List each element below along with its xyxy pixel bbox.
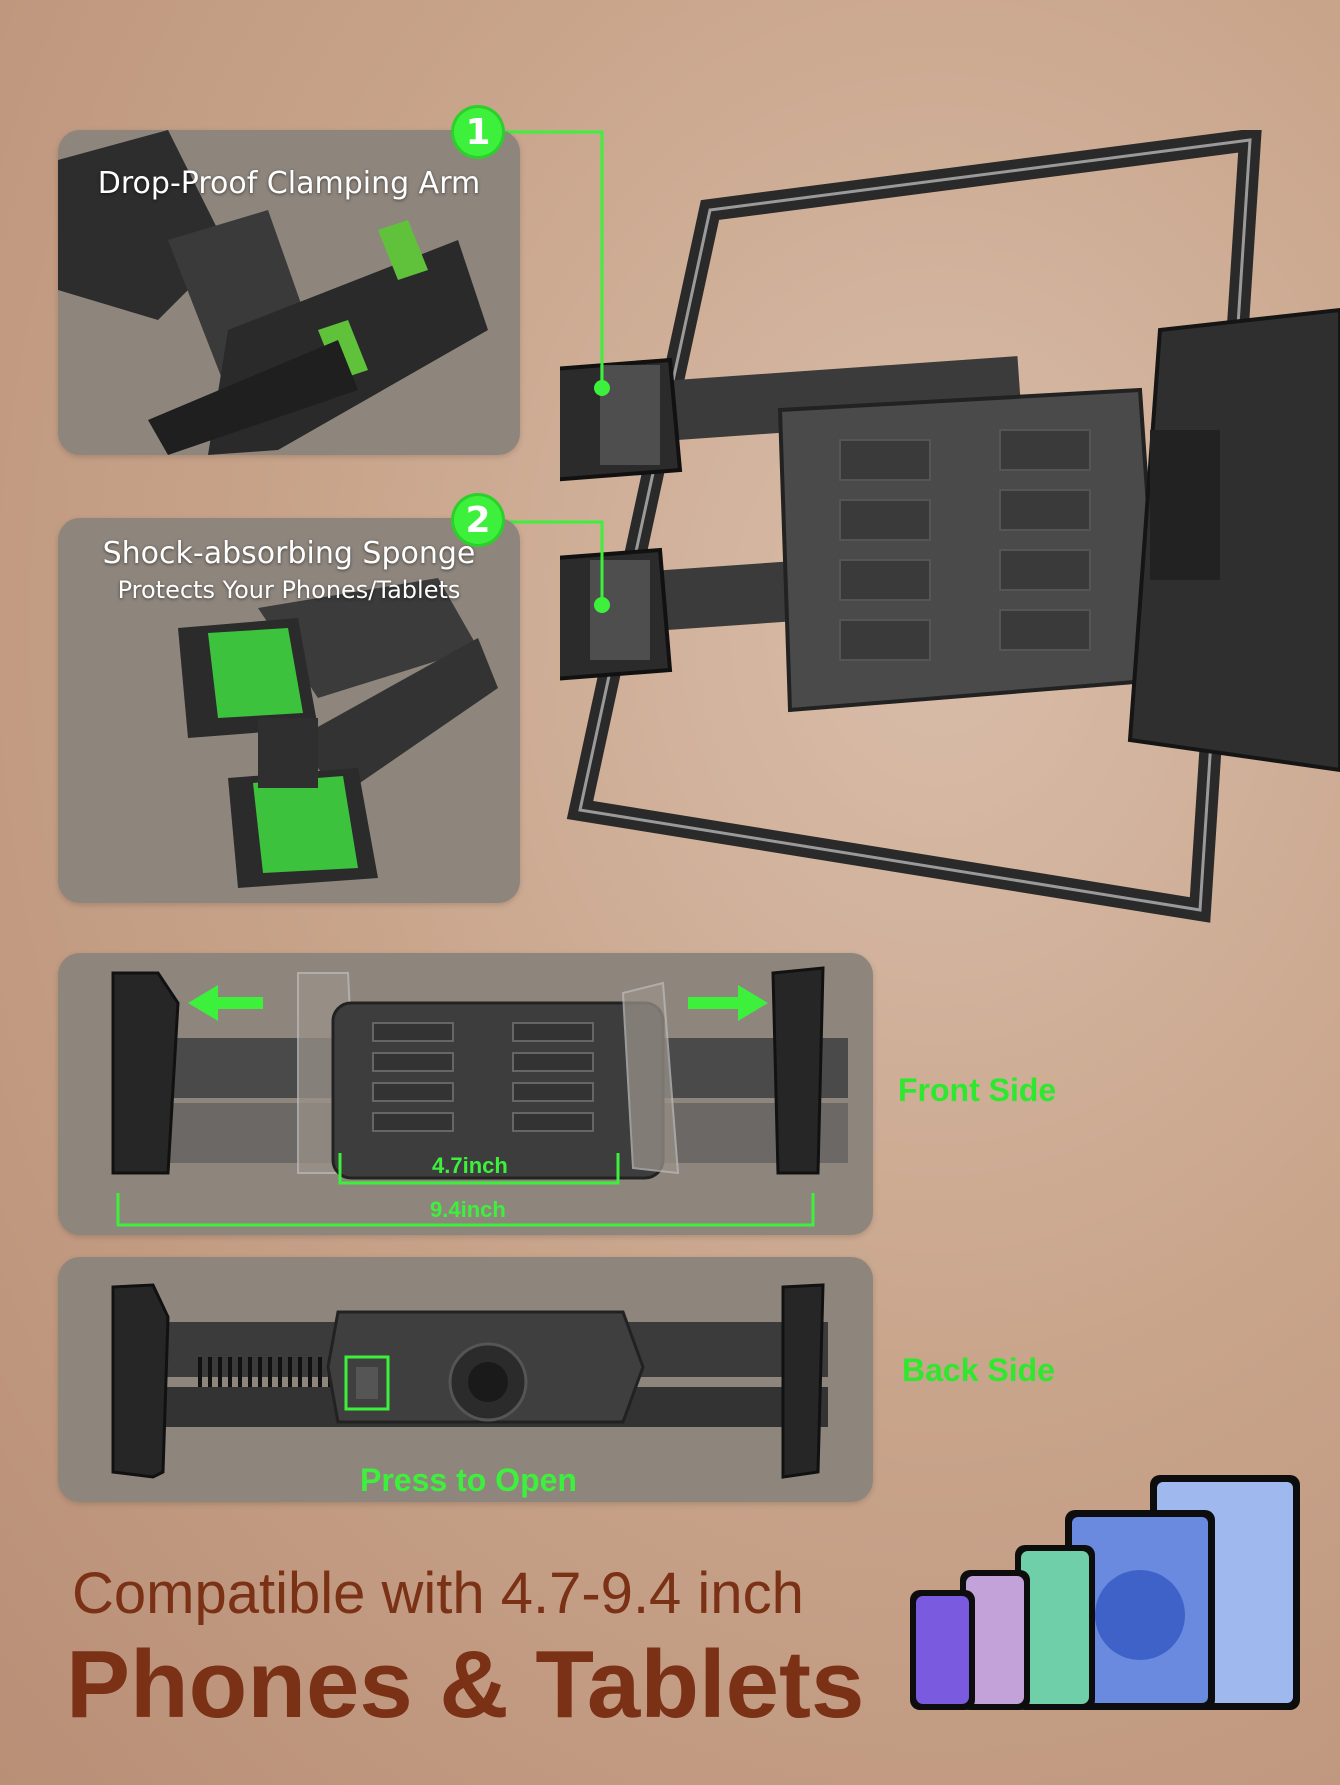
press-to-open-label: Press to Open: [360, 1462, 577, 1498]
front-holder-illustration: [111, 966, 848, 1227]
clamp-arm-illustration: [58, 130, 488, 455]
clamp-arm-label: Drop-Proof Clamping Arm: [97, 166, 481, 201]
sponge-illustration: [178, 578, 498, 888]
sponge-label-line2: Protects Your Phones/Tablets: [117, 576, 461, 604]
callout-lines: [478, 130, 610, 613]
front-side-panel: 4.7inch 9.4inch: [58, 953, 873, 1235]
max-width-label: 9.4inch: [430, 1197, 506, 1222]
sponge-label-line1: Shock-absorbing Sponge: [102, 536, 476, 571]
back-side-panel: Press to Open: [58, 1257, 873, 1502]
feature-2-badge: 2: [454, 496, 502, 544]
back-holder-illustration: [111, 1283, 828, 1479]
headline-devices: Phones & Tablets: [66, 1631, 865, 1738]
sponge-panel: Shock-absorbing Sponge Protects Your Pho…: [58, 518, 520, 903]
clamp-arm-panel: Drop-Proof Clamping Arm: [58, 130, 520, 455]
tablet-holder-illustration: [560, 130, 1340, 923]
front-side-label: Front Side: [898, 1072, 1057, 1108]
headline-compatibility: Compatible with 4.7-9.4 inch: [72, 1561, 804, 1626]
feature-1-badge: 1: [454, 108, 502, 156]
back-side-label: Back Side: [902, 1352, 1055, 1388]
min-width-label: 4.7inch: [432, 1153, 508, 1178]
compatible-devices-illustration: [910, 1475, 1300, 1710]
